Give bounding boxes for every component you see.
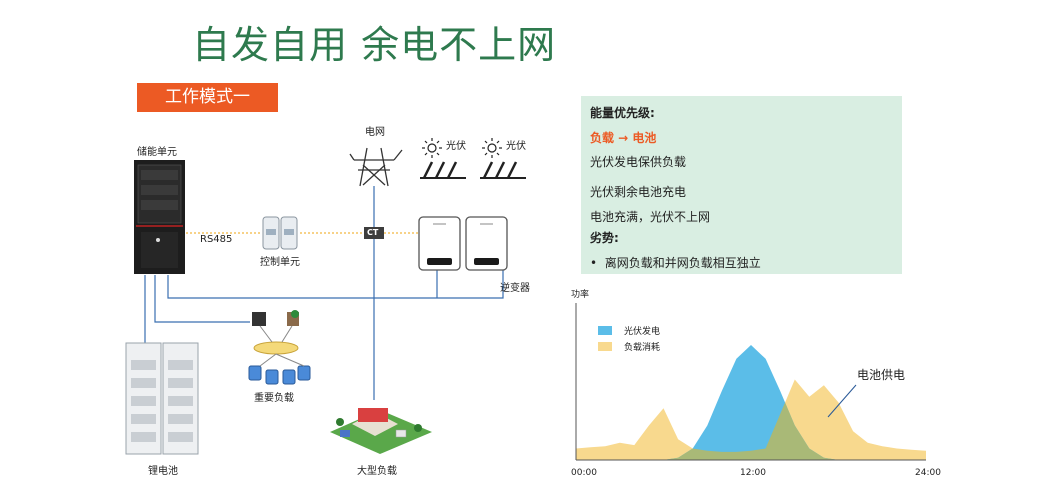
large-load-label: 大型负载 bbox=[357, 466, 397, 477]
priority-line-3: 电池充满，光伏不上网 bbox=[590, 210, 711, 224]
critical-load-icon bbox=[248, 310, 311, 385]
x-tick-group: 00:00 12:00 24:00 bbox=[571, 468, 941, 478]
system-diagram bbox=[125, 138, 526, 455]
energy-priority-panel: 能量优先级: 负载 → 电池 光伏发电保供负载 光伏剩余电池充电 电池充满，光伏… bbox=[581, 96, 902, 274]
inverter-1-icon bbox=[418, 216, 461, 271]
legend-swatch-load bbox=[598, 342, 612, 351]
inverter-label: 逆变器 bbox=[500, 283, 530, 294]
grid-label: 电网 bbox=[365, 127, 385, 138]
x-tick-label: 12:00 bbox=[740, 468, 766, 478]
ct-sensor-icon bbox=[364, 227, 384, 239]
large-load-icon bbox=[330, 408, 432, 454]
series-load-area bbox=[576, 379, 926, 460]
x-tick-label: 00:00 bbox=[571, 468, 597, 478]
ct-label: CT bbox=[367, 228, 379, 237]
disadvantage-item: • 离网负载和并网负载相互独立 bbox=[590, 256, 761, 270]
storage-unit-label: 储能单元 bbox=[137, 147, 177, 158]
mode-badge: 工作模式一 bbox=[137, 83, 278, 112]
pv2-label: 光伏 bbox=[506, 141, 526, 152]
battery-cabinet-icon bbox=[125, 342, 199, 455]
legend-swatch-pv bbox=[598, 326, 612, 335]
disadvantage-heading: 劣势: bbox=[590, 231, 619, 245]
grid-tower-icon bbox=[349, 147, 403, 187]
critical-load-label: 重要负载 bbox=[254, 393, 294, 404]
disadvantage-item-text: 离网负载和并网负载相互独立 bbox=[604, 256, 761, 270]
annotation-pointer bbox=[827, 384, 857, 418]
power-chart: 功率 00:00 12:00 24:00 光伏发电 负载消耗 电池供电 bbox=[571, 288, 941, 478]
pv-array-2-icon bbox=[480, 138, 526, 179]
priority-heading: 能量优先级: bbox=[590, 106, 655, 120]
control-unit-icon bbox=[262, 216, 298, 250]
control-unit-label: 控制单元 bbox=[260, 257, 300, 268]
legend-pv-label: 光伏发电 bbox=[624, 325, 660, 337]
chart-ylabel: 功率 bbox=[571, 288, 589, 300]
priority-flow: 负载 → 电池 bbox=[590, 131, 657, 145]
pv1-label: 光伏 bbox=[446, 141, 466, 152]
annotation-battery-supply: 电池供电 bbox=[857, 368, 905, 382]
storage-unit-icon bbox=[134, 160, 185, 274]
x-tick-label: 24:00 bbox=[915, 468, 941, 478]
page-title: 自发自用 余电不上网 bbox=[192, 23, 557, 67]
series-pv-area bbox=[576, 345, 926, 460]
critical-load-wire bbox=[154, 275, 250, 323]
legend-load-label: 负载消耗 bbox=[624, 341, 660, 353]
rs485-label: RS485 bbox=[200, 234, 233, 245]
inverter-2-icon bbox=[465, 216, 508, 271]
ac-bus-wire bbox=[167, 270, 504, 299]
priority-line-1: 光伏发电保供负载 bbox=[590, 155, 687, 169]
priority-line-2: 光伏剩余电池充电 bbox=[590, 185, 687, 199]
pv-array-1-icon bbox=[420, 138, 466, 179]
battery-label: 锂电池 bbox=[148, 466, 178, 477]
